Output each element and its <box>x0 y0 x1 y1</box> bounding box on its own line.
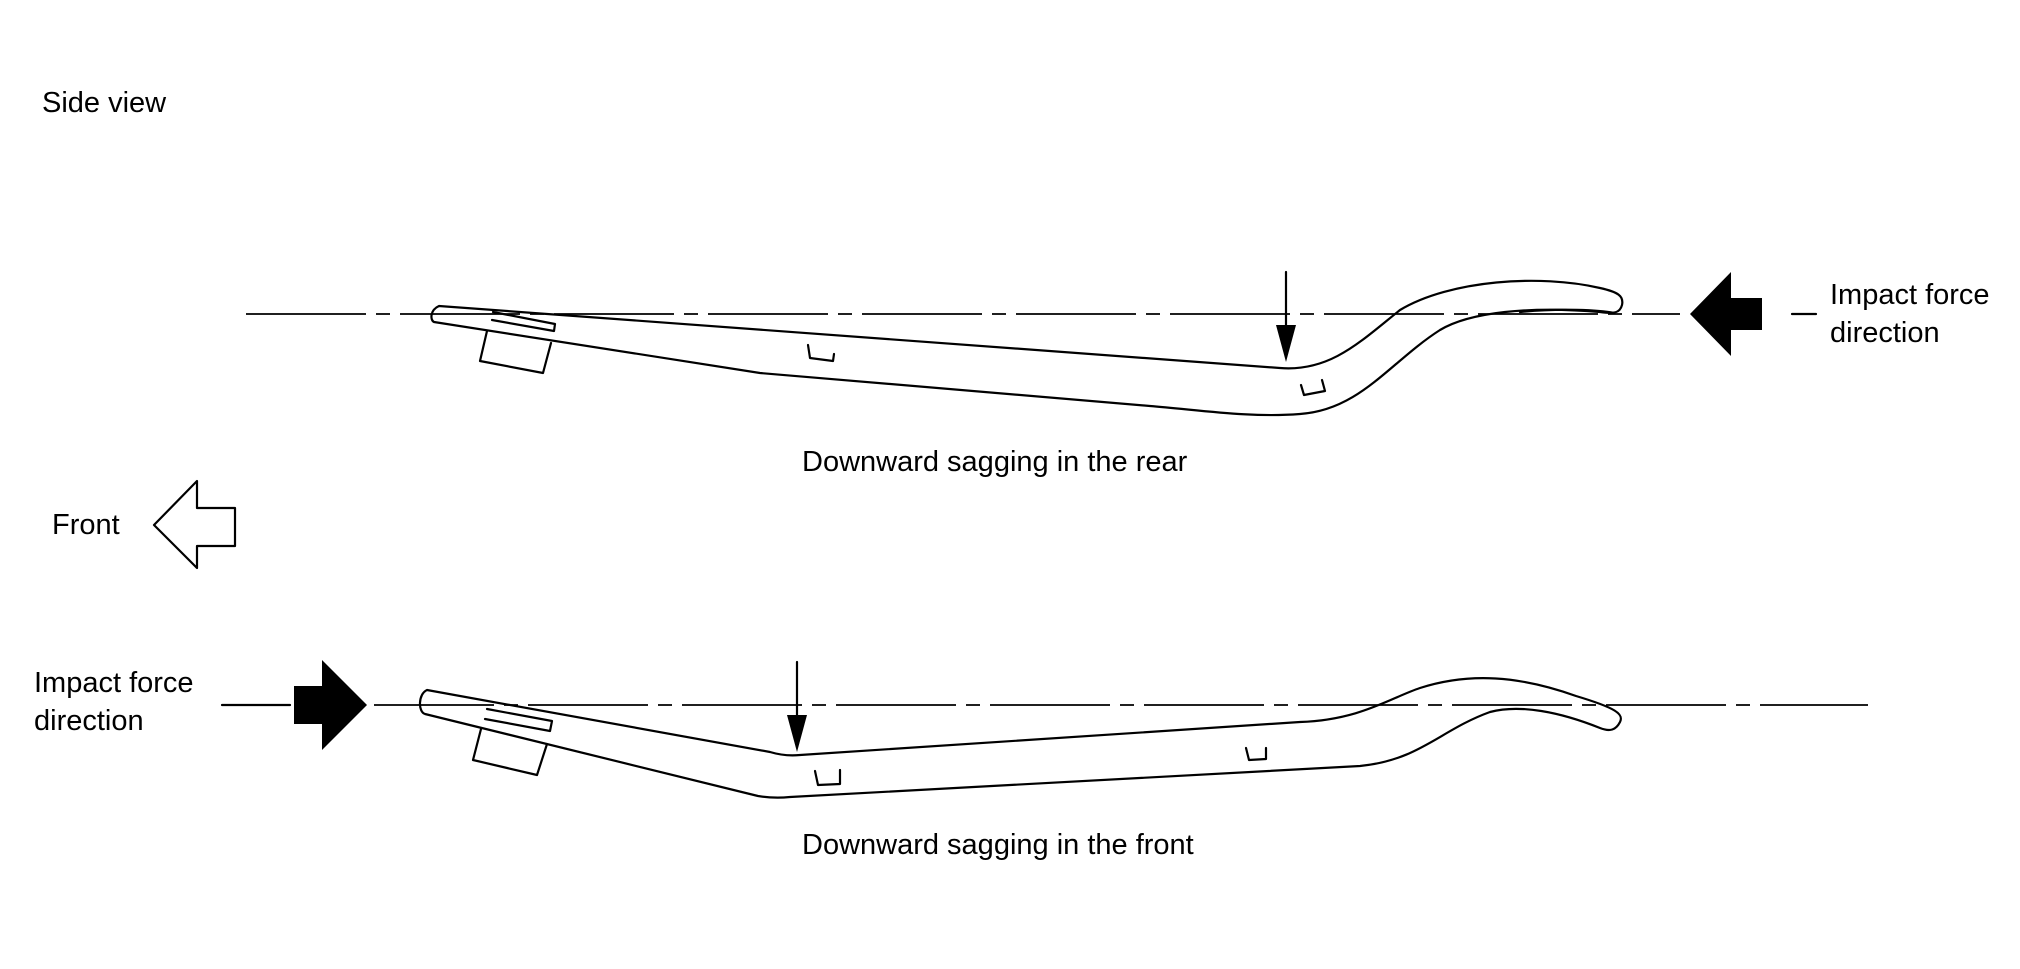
front-notch-1 <box>813 768 842 787</box>
front-mount-bracket <box>471 727 549 777</box>
front-impact-label: Impact force direction <box>34 664 194 740</box>
rear-frame-member <box>430 279 1624 417</box>
rear-sagging-caption: Downward sagging in the rear <box>802 446 1188 478</box>
front-sagging-figure <box>220 660 1868 799</box>
front-sag-arrow-head <box>787 715 807 752</box>
front-impact-label-line1: Impact force <box>34 667 194 699</box>
rear-mount-bracket <box>478 329 553 375</box>
front-sagging-caption: Downward sagging in the front <box>802 829 1194 861</box>
front-notch-2 <box>1244 746 1268 762</box>
front-mount-plate <box>483 707 554 733</box>
side-view-title: Side view <box>42 87 167 119</box>
rear-notch-1 <box>806 343 836 363</box>
rear-notch-2 <box>1299 378 1327 397</box>
rear-sagging-figure <box>246 270 1818 417</box>
front-direction-arrow-icon <box>152 479 237 570</box>
front-impact-label-line2: direction <box>34 705 144 737</box>
rear-sag-arrow-head <box>1276 325 1296 362</box>
rear-frame-top-edge <box>1518 308 1616 315</box>
rear-impact-label-line1: Impact force <box>1830 279 1990 311</box>
impact-arrow-icon <box>294 660 367 750</box>
front-frame-member <box>418 677 1622 799</box>
rear-impact-label-line2: direction <box>1830 317 1940 349</box>
rear-impact-label: Impact force direction <box>1830 276 1990 352</box>
rear-mount-plate <box>490 310 557 333</box>
impact-arrow-icon <box>1690 272 1762 356</box>
front-direction-label: Front <box>52 509 120 541</box>
